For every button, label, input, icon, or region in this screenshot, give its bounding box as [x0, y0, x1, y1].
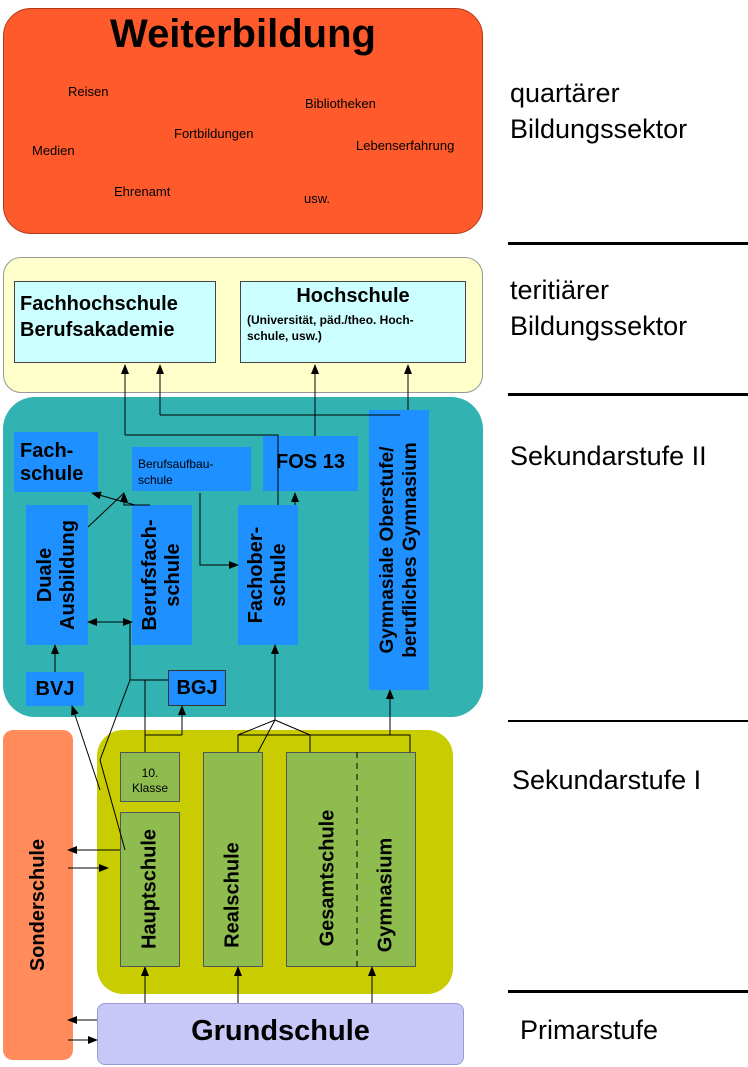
gymnasiale-oberstufe-box — [369, 410, 429, 690]
weiterbildung-item-bibliotheken: Bibliotheken — [305, 96, 376, 111]
klasse10-line2: Klasse — [131, 781, 169, 795]
berufsaufbauschule-line2: schule — [138, 473, 173, 487]
bvj-box — [26, 672, 84, 706]
sector-label-primar: Primarstufe — [520, 1015, 659, 1045]
fos13-label: FOS 13 — [276, 451, 345, 473]
fachschule-box — [14, 432, 98, 492]
bgj-label: BGJ — [176, 677, 218, 699]
weiterbildung-panel — [3, 8, 483, 234]
hauptschule-box — [120, 812, 180, 967]
separator-line — [508, 242, 748, 245]
weiterbildung-item-medien: Medien — [32, 143, 75, 158]
tertiaer-line1: teritiärer — [510, 275, 610, 305]
weiterbildung-title: Weiterbildung — [110, 12, 376, 56]
fachhochschule-text: Fachhochschule — [20, 293, 178, 315]
hochschule-sub-line1: (Universität, päd./theo. Hoch- — [247, 313, 414, 327]
berufsaufbauschule-line1: Berufsaufbau- — [138, 457, 214, 471]
fachschule-line1: Fach- — [20, 440, 74, 462]
weiterbildung-item-reisen: Reisen — [68, 84, 109, 99]
fachhochschule-label: Fachhochschule Berufsakademie — [20, 291, 178, 343]
hochschule-title: Hochschule — [296, 285, 410, 307]
sector-label-tertiaer: teritiärer Bildungssektor — [510, 272, 687, 344]
berufsfachschule-box — [132, 505, 192, 645]
gesamtschule-gymnasium-box — [286, 752, 416, 967]
weiterbildung-item-fortbildungen: Fortbildungen — [174, 126, 254, 141]
berufsakademie-text: Berufsakademie — [20, 319, 175, 341]
berufsaufbauschule-box — [132, 447, 251, 491]
weiterbildung-item-ehrenamt: Ehrenamt — [114, 184, 171, 199]
duale-ausbildung-box — [26, 505, 88, 645]
weiterbildung-item-lebenserfahrung: Lebenserfahrung — [356, 138, 455, 153]
weiterbildung-item-usw: usw. — [304, 191, 331, 206]
sonderschule-panel — [3, 730, 73, 1060]
separator-line — [508, 990, 748, 993]
realschule-box — [203, 752, 263, 967]
fos13-box — [263, 436, 358, 491]
bvj-label: BVJ — [35, 678, 75, 700]
fachhochschule-box — [14, 281, 216, 363]
grundschule-panel — [97, 1003, 464, 1065]
tertiaer-line2: Bildungssektor — [510, 311, 688, 341]
separator-line — [508, 720, 748, 722]
berufsaufbauschule-label: Berufsaufbau- schule — [138, 456, 213, 488]
hochschule-subtitle: (Universität, päd./theo. Hoch- schule, u… — [247, 312, 414, 344]
quartaer-line2: Bildungssektor — [510, 114, 688, 144]
bgj-box — [168, 670, 226, 706]
sector-label-quartaer: quartärer Bildungssektor — [510, 75, 687, 147]
hochschule-box — [240, 281, 466, 363]
grundschule-label: Grundschule — [191, 1015, 370, 1047]
fachschule-line2: schule — [20, 463, 84, 485]
sector-label-sek1: Sekundarstufe I — [512, 765, 702, 795]
fachoberschule-box — [238, 505, 298, 645]
quartaer-line1: quartärer — [510, 78, 620, 108]
klasse10-line1: 10. — [141, 766, 159, 780]
separator-line — [508, 393, 748, 396]
sector-label-sek2: Sekundarstufe II — [510, 441, 707, 471]
klasse10-label: 10. Klasse — [120, 766, 180, 796]
klasse10-box — [120, 752, 180, 802]
fachschule-label: Fach- schule — [20, 440, 83, 486]
hochschule-sub-line2: schule, usw.) — [247, 329, 322, 343]
